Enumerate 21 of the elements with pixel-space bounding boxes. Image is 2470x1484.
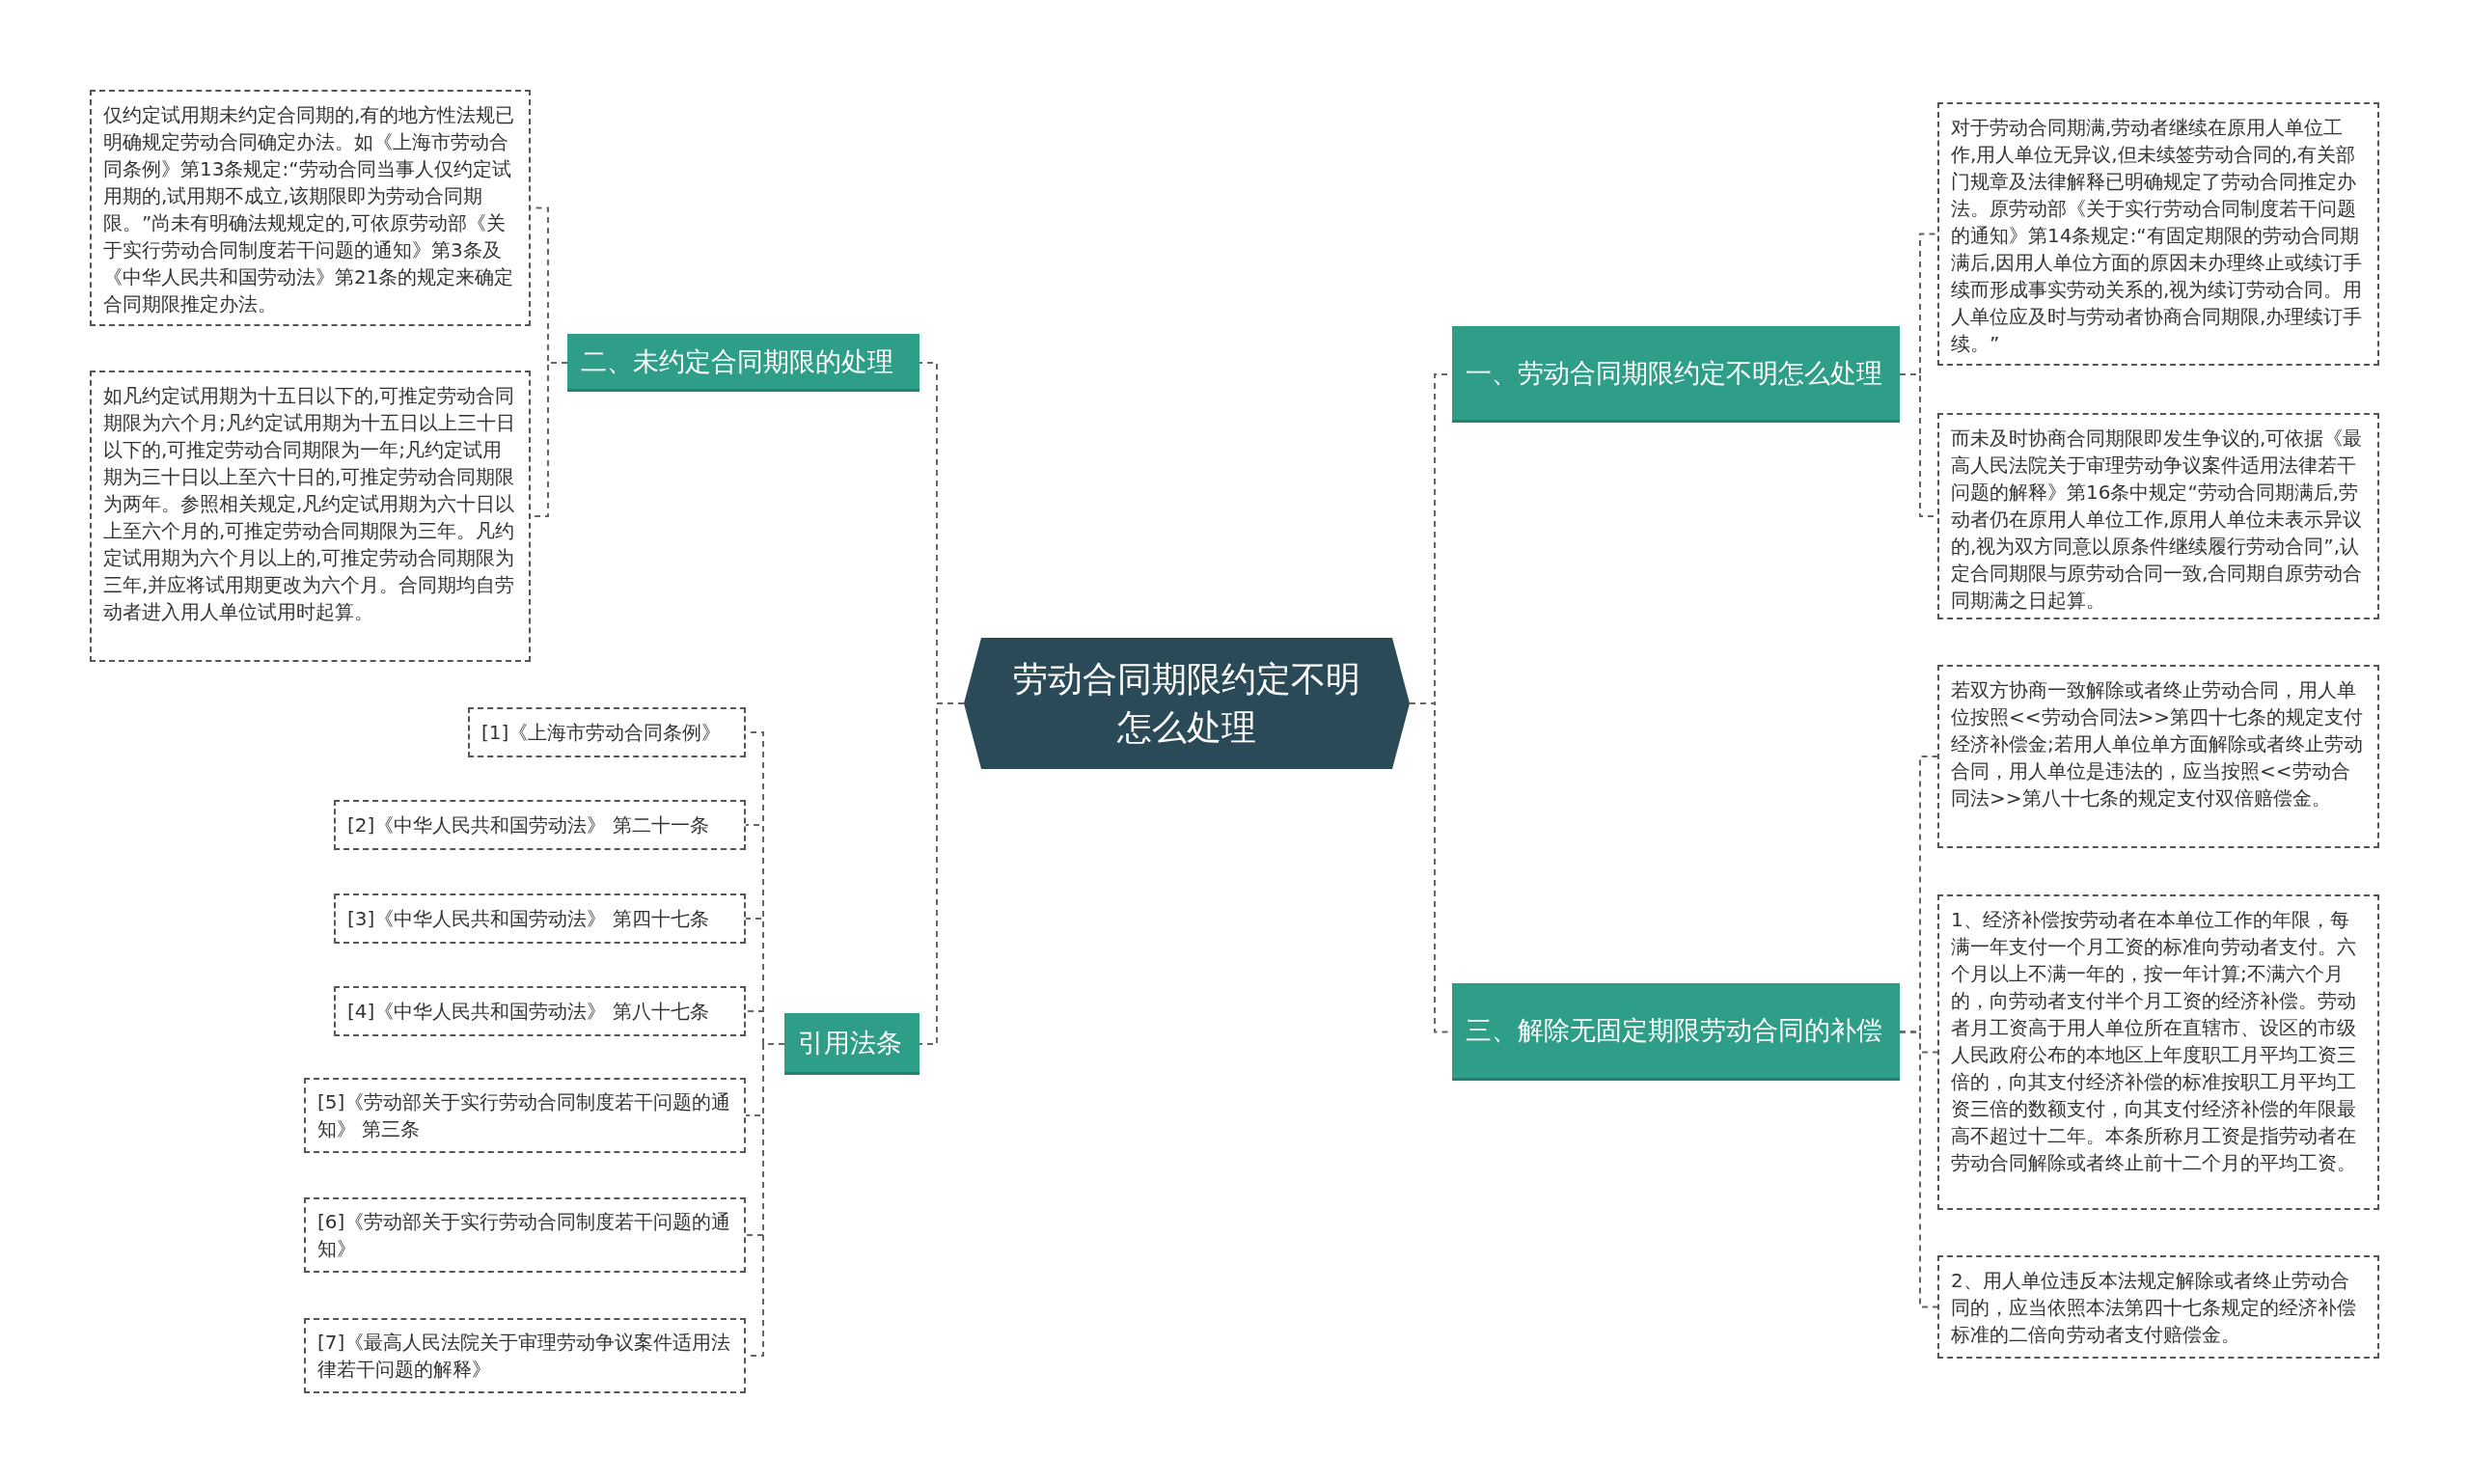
branch-box: 一、劳动合同期限约定不明怎么处理 — [1452, 326, 1900, 423]
note-box: 对于劳动合同期满,劳动者继续在原用人单位工作,用人单位无异议,但未续签劳动合同的,有关部门规章及法律解释已明确规定了劳动合同推定办法。原劳动部《关于实行劳动合同制度若干问题的通知》第14条规定:“有固定期限的劳动合同期满后,因用人单位方面的原因未办理终止或续订手续而形成事实劳动关系的,视为续订劳动合同。用人单位应及时与劳动者协商合同期限,办理续订手续。” — [1937, 102, 2379, 366]
note-box: 1、经济补偿按劳动者在本单位工作的年限，每满一年支付一个月工资的标准向劳动者支付。六个月以上不满一年的，按一年计算;不满六个月的，向劳动者支付半个月工资的经济补偿。劳动者月工资高于用人单位所在直辖市、设区的市级人民政府公布的本地区上年度职工月平均工资三倍的，向其支付经济补偿的标准按职工月平均工资三倍的数额支付，向其支付经济补偿的年限最高不超过十二年。本条所称月工资是指劳动者在劳动合同解除或者终止前十二个月的平均工资。 — [1937, 894, 2379, 1210]
reference-box: [2]《中华人民共和国劳动法》 第二十一条 — [334, 800, 746, 850]
reference-box: [5]《劳动部关于实行劳动合同制度若干问题的通知》 第三条 — [304, 1078, 746, 1153]
reference-box: [6]《劳动部关于实行劳动合同制度若干问题的通知》 — [304, 1197, 746, 1273]
reference-box: [3]《中华人民共和国劳动法》 第四十七条 — [334, 893, 746, 944]
branch-box: 三、解除无固定期限劳动合同的补偿 — [1452, 983, 1900, 1081]
note-box: 而未及时协商合同期限即发生争议的,可依据《最高人民法院关于审理劳动争议案件适用法律若干问题的解释》第16条中规定“劳动合同期满后,劳动者仍在原用人单位工作,原用人单位未表示异议的,视为双方同意以原条件继续履行劳动合同”,认定合同期限与原劳动合同一致,合同期自原劳动合同期满之日起算。 — [1937, 413, 2379, 619]
topic-text: 劳动合同期限约定不明怎么处理 — [1012, 658, 1361, 749]
connector-line — [1899, 1031, 1938, 1308]
note-box: 仅约定试用期未约定合同期的,有的地方性法规已明确规定劳动合同确定办法。如《上海市劳动合同条例》第13条规定:“劳动合同当事人仅约定试用期的,试用期不成立,该期限即为劳动合同期限。”尚未有明确法规规定的,可依原劳动部《关于实行劳动合同制度若干问题的通知》第3条及《中华人民共和国劳动法》第21条的规定来确定合同期限推定办法。 — [90, 90, 531, 326]
reference-box: [1]《上海市劳动合同条例》 — [468, 707, 746, 757]
central-topic — [964, 638, 1410, 769]
note-box: 若双方协商一致解除或者终止劳动合同，用人单位按照<<劳动合同法>>第四十七条的规定支付经济补偿金;若用人单位单方面解除或者终止劳动合同，用人单位是违法的，应当按照<<劳动合同法>>第八十七条的规定支付双倍赔偿金。 — [1937, 665, 2379, 848]
branch-box: 引用法条 — [784, 1013, 919, 1075]
reference-box: [7]《最高人民法院关于审理劳动争议案件适用法律若干问题的解释》 — [304, 1318, 746, 1393]
reference-box: [4]《中华人民共和国劳动法》 第八十七条 — [334, 986, 746, 1036]
branch-box: 二、未约定合同期限的处理 — [567, 334, 919, 392]
note-box: 如凡约定试用期为十五日以下的,可推定劳动合同期限为六个月;凡约定试用期为十五日以上三十日以下的,可推定劳动合同期限为一年;凡约定试用期为三十日以上至六十日的,可推定劳动合同期限为两年。参照相关规定,凡约定试用期为六十日以上至六个月的,可推定劳动合同期限为三年。凡约定试用期为六个月以上的,可推定劳动合同期限为三年,并应将试用期更改为六个月。合同期均自劳动者进入用人单位试用时起算。 — [90, 371, 531, 662]
note-box: 2、用人单位违反本法规定解除或者终止劳动合同的，应当依照本法第四十七条规定的经济补偿标准的二倍向劳动者支付赔偿金。 — [1937, 1255, 2379, 1359]
